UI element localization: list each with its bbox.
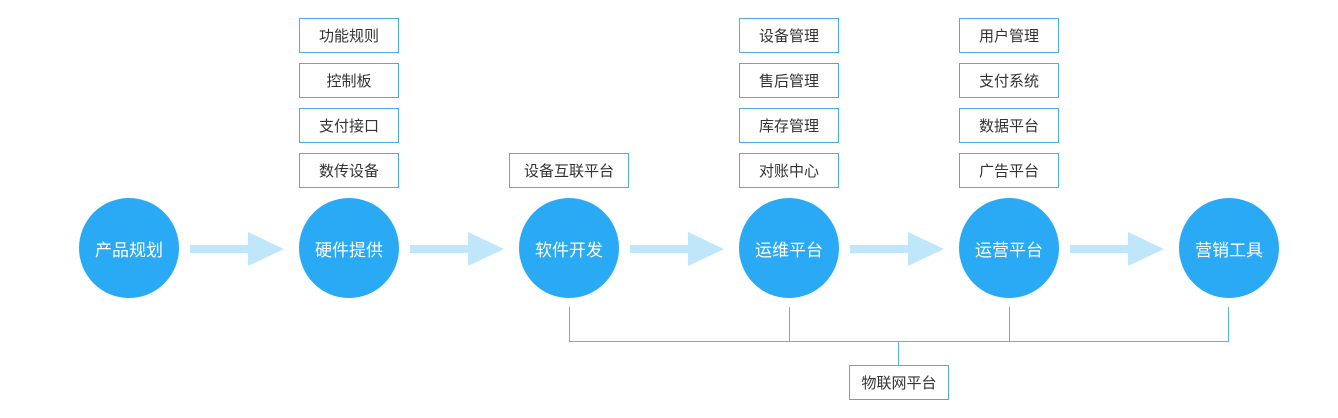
operation-item: 数据平台: [959, 108, 1059, 143]
arrow-right-icon: [410, 232, 504, 266]
stage-software: 软件开发: [519, 198, 619, 298]
stage-ops-platform: 运维平台: [739, 198, 839, 298]
arrow-right-icon: [190, 232, 284, 266]
arrow-right-icon: [1070, 232, 1164, 266]
operation-item: 广告平台: [959, 153, 1059, 188]
hardware-item: 控制板: [299, 63, 399, 98]
software-item: 设备互联平台: [509, 153, 629, 188]
arrow-right-icon: [630, 232, 724, 266]
stage-operation-platform: 运营平台: [959, 198, 1059, 298]
iot-platform-box: 物联网平台: [849, 365, 949, 400]
stage-hardware: 硬件提供: [299, 198, 399, 298]
hardware-item: 支付接口: [299, 108, 399, 143]
ops-item: 售后管理: [739, 63, 839, 98]
stage-product-planning: 产品规划: [79, 198, 179, 298]
hardware-item: 功能规则: [299, 18, 399, 53]
arrow-right-icon: [850, 232, 944, 266]
ops-item: 对账中心: [739, 153, 839, 188]
ops-item: 库存管理: [739, 108, 839, 143]
operation-item: 支付系统: [959, 63, 1059, 98]
stage-marketing-tools: 营销工具: [1179, 198, 1279, 298]
ops-item: 设备管理: [739, 18, 839, 53]
hardware-item: 数传设备: [299, 153, 399, 188]
operation-item: 用户管理: [959, 18, 1059, 53]
